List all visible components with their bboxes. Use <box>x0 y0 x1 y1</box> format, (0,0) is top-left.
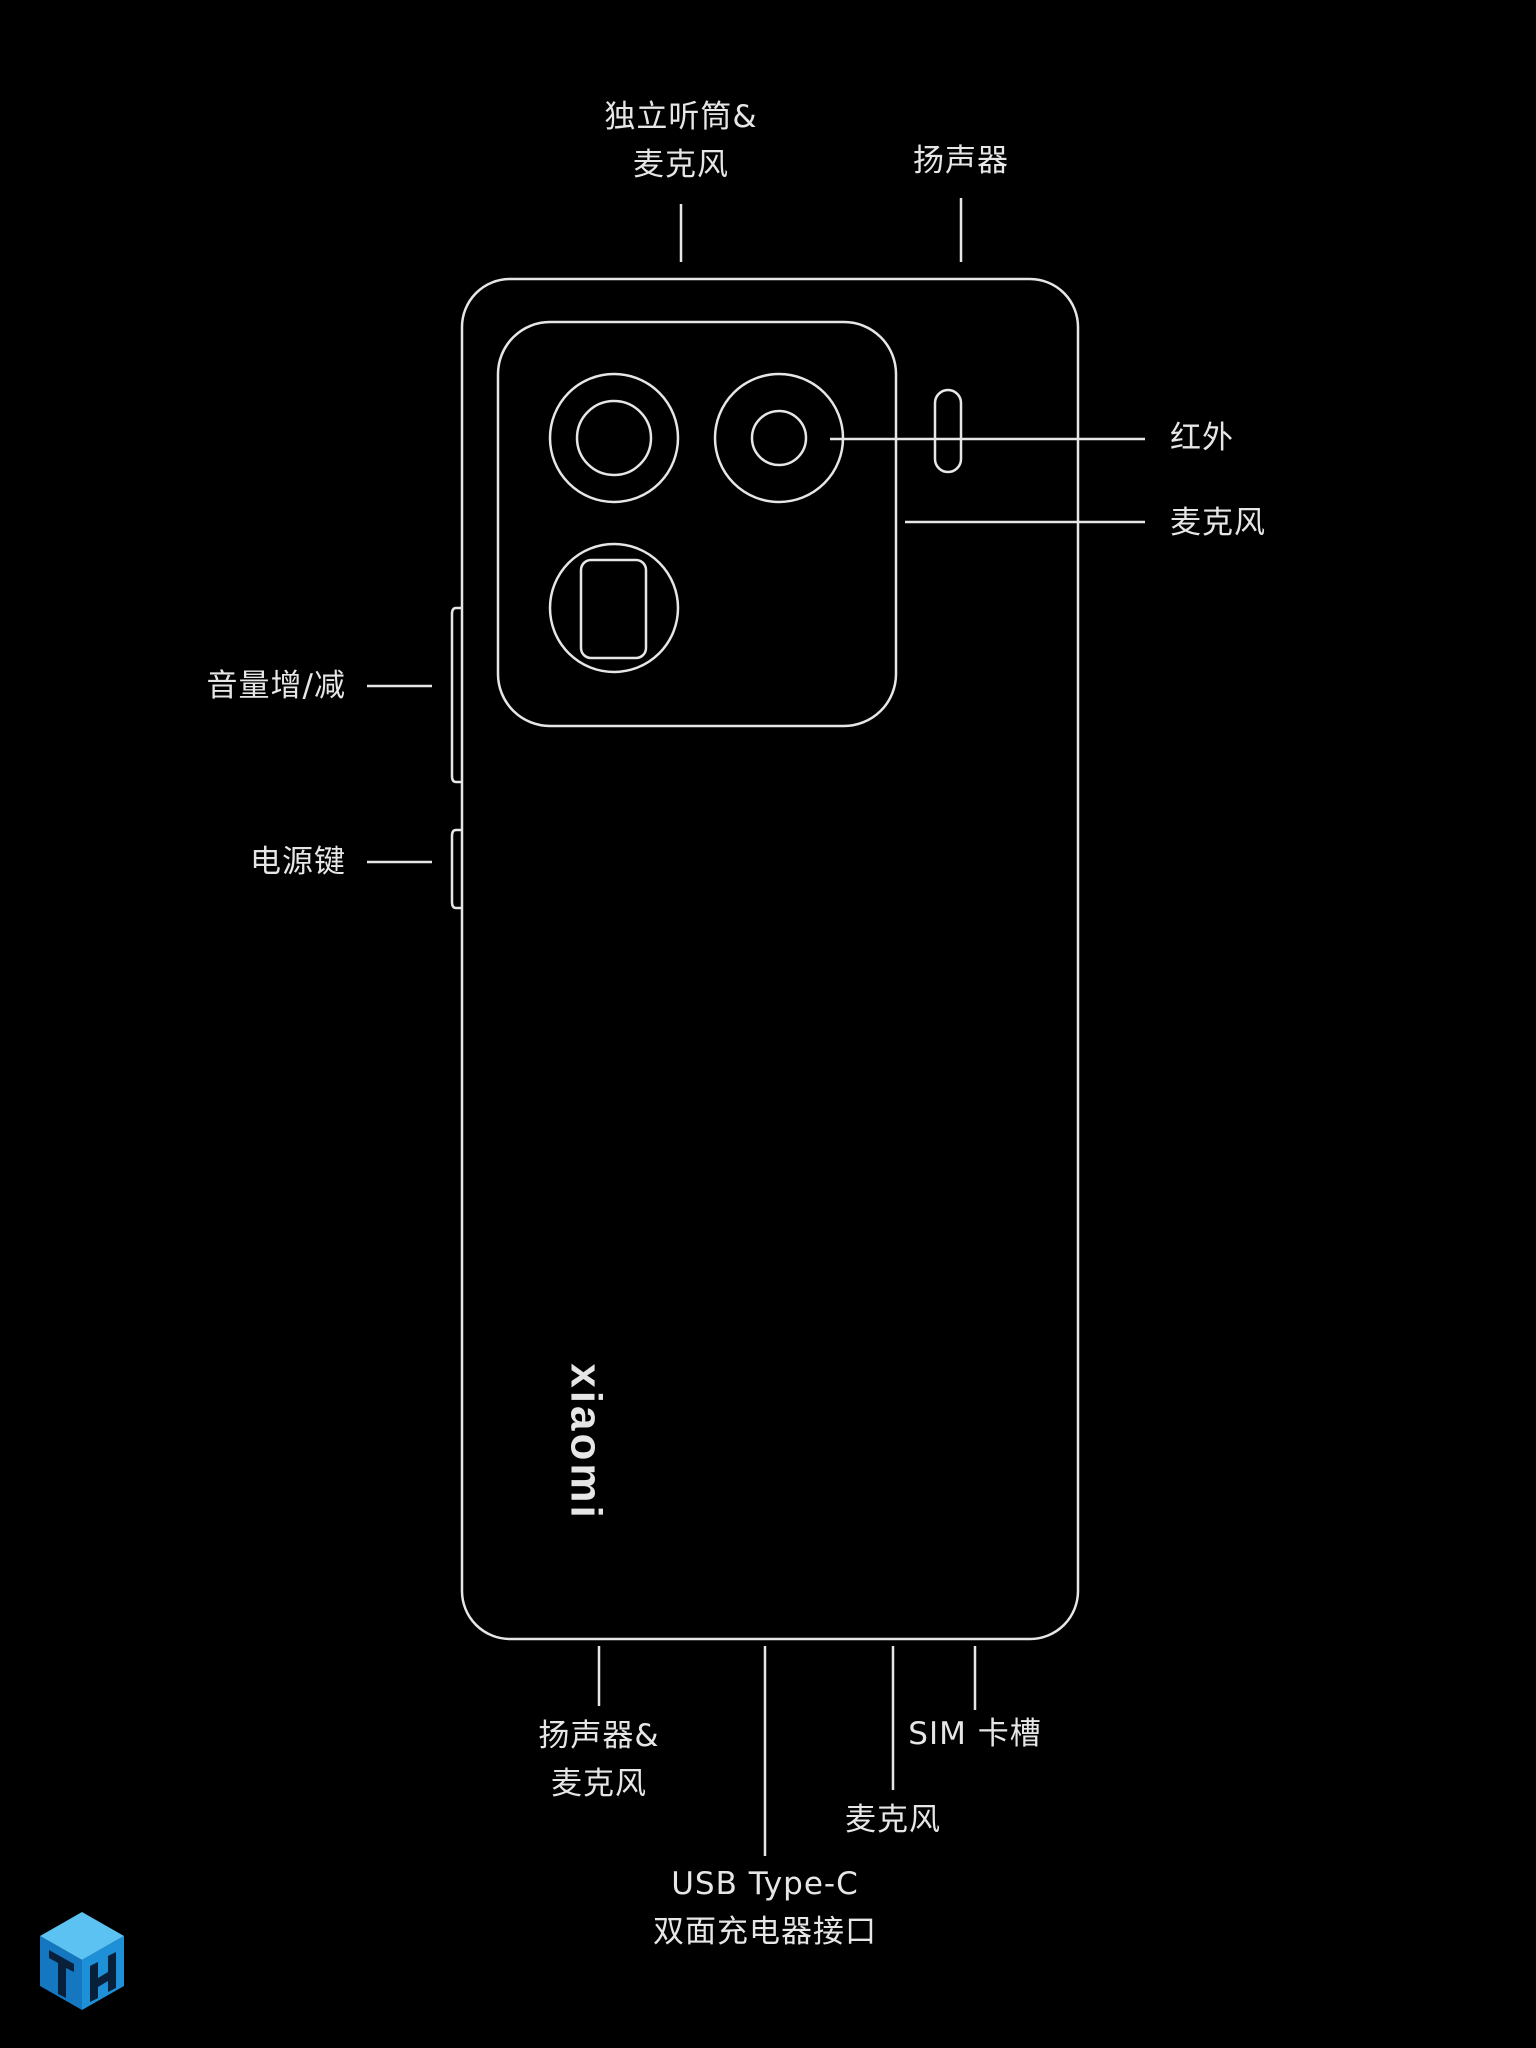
label-volume-text: 音量增/减 <box>206 668 346 704</box>
label-top-speaker-text: 扬声器 <box>913 143 1009 179</box>
TH-cube-logo <box>40 1912 124 2010</box>
label-usb-typec: USB Type-C 双面充电器接口 <box>615 1860 915 1956</box>
label-top-earpiece-mic: 独立听筒& 麦克风 <box>581 93 781 189</box>
periscope-window <box>579 558 648 660</box>
camera-lens-3-outer <box>548 542 680 674</box>
infrared-sensor <box>933 388 963 474</box>
camera-lens-2-inner <box>750 409 808 467</box>
label-usb-line1: USB Type-C <box>671 1866 859 1902</box>
power-button <box>450 828 462 910</box>
brand-wordmark: xiaomi <box>561 1363 610 1520</box>
label-sim-text: SIM 卡槽 <box>908 1716 1042 1752</box>
label-top-earpiece-line1: 独立听筒& <box>604 99 758 135</box>
label-right-mic: 麦克风 <box>1170 499 1266 547</box>
label-bottom-mic-text: 麦克风 <box>845 1802 941 1838</box>
label-volume: 音量增/减 <box>150 662 346 710</box>
phone-body-outline <box>460 277 1080 1641</box>
camera-lens-1-outer <box>548 372 680 504</box>
label-right-mic-text: 麦克风 <box>1170 505 1266 541</box>
label-infrared-text: 红外 <box>1170 420 1234 456</box>
label-bottom-speaker-line2: 麦克风 <box>551 1766 647 1802</box>
volume-button <box>450 606 462 784</box>
label-usb-line2: 双面充电器接口 <box>653 1914 877 1950</box>
label-sim-tray: SIM 卡槽 <box>895 1710 1055 1758</box>
camera-lens-1-inner <box>575 399 653 477</box>
label-bottom-speaker-line1: 扬声器& <box>538 1718 660 1754</box>
camera-lens-2-outer <box>713 372 845 504</box>
label-power: 电源键 <box>150 838 346 886</box>
label-power-text: 电源键 <box>250 844 346 880</box>
label-top-earpiece-line2: 麦克风 <box>633 147 729 183</box>
camera-module-outline <box>496 320 898 728</box>
label-top-speaker: 扬声器 <box>881 137 1041 185</box>
label-infrared: 红外 <box>1170 414 1234 462</box>
label-bottom-speaker-mic: 扬声器& 麦克风 <box>499 1712 699 1808</box>
label-bottom-mic: 麦克风 <box>813 1796 973 1844</box>
